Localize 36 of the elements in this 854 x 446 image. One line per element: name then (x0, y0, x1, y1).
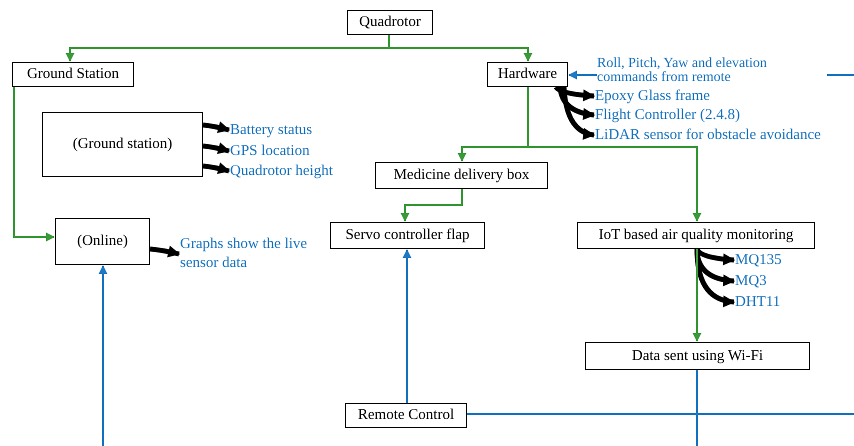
process-box: Quadrotor (347, 10, 433, 35)
connector-line (98, 265, 108, 446)
note-text: MQ135 (735, 251, 795, 269)
arrow (150, 246, 180, 258)
process-box: Medicine delivery box (375, 162, 548, 189)
connector-line (527, 87, 702, 222)
process-box: Data sent using Wi-Fi (585, 342, 810, 370)
arrow (694, 248, 736, 307)
process-box: Remote Control (345, 403, 467, 428)
note-text: Graphs show the live sensor data (180, 235, 310, 273)
note-text: Quadrotor height (230, 162, 360, 180)
process-box: Servo controller flap (330, 222, 485, 249)
note-text: Epoxy Glass frame (595, 87, 745, 105)
connector-line (400, 189, 463, 222)
note-text: Flight Controller (2.4.8) (595, 106, 795, 124)
connector-line (696, 370, 698, 446)
arrow (554, 85, 596, 102)
note-text: DHT11 (735, 293, 795, 311)
note-text: Battery status (230, 121, 350, 139)
process-box: Ground Station (12, 62, 134, 87)
process-box: IoT based air quality monitoring (577, 222, 815, 249)
connector-line (692, 249, 702, 342)
note-text: GPS location (230, 142, 350, 160)
arrow (202, 142, 230, 154)
process-box: Hardware (487, 62, 568, 87)
note-text: MQ3 (735, 272, 795, 290)
arrow (558, 86, 596, 120)
process-box: (Ground station) (42, 112, 203, 177)
arrow (202, 121, 230, 134)
connector-line (13, 87, 55, 242)
connector-line (402, 249, 412, 403)
process-box: (Online) (55, 218, 150, 265)
note-text: LiDAR sensor for obstacle avoidance (595, 126, 853, 144)
arrow (202, 162, 230, 174)
arrow (562, 86, 596, 140)
connector-line (467, 413, 854, 415)
